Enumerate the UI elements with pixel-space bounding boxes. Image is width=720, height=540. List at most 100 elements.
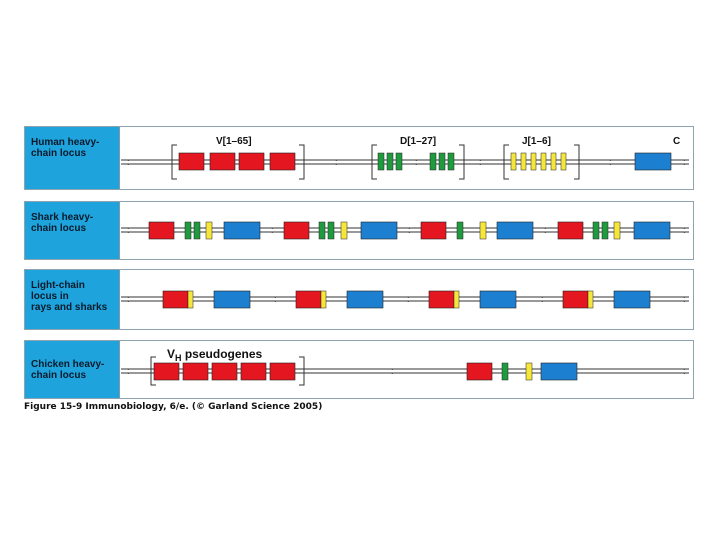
j-segment [525,362,533,381]
locus-diagram-light-chain: : : : : : [119,270,693,329]
v-segment [209,152,236,171]
pseudogenes-label-rest: pseudogenes [182,347,263,361]
figure-number: Figure 15-9 [24,402,83,412]
v-segment [466,362,493,381]
panel-label-box: Light-chain locus in rays and sharks [25,270,120,329]
panel-human-heavy-chain: Human heavy- chain locus [24,126,694,190]
pseudogenes-label-main: V [167,347,175,361]
d-cluster-bracket-left [371,144,377,180]
panel-chicken-heavy-chain: Chicken heavy- chain locus : : : VH pseu… [24,340,694,399]
panel-label: Light-chain locus in rays and sharks [31,280,108,313]
light-chain-locus-svg: : : : : : [121,290,689,309]
locus-diagram-chicken: : : : VH pseudogenes [119,341,693,398]
human-locus-svg: : : : : : : V[1–65] D[1–27] J[1–6] C [121,136,689,180]
d-segment [447,152,455,171]
d-segment [193,221,201,240]
pseudogene-bracket-left [150,356,156,386]
gap-marker: : [683,294,686,304]
gap-marker: : [479,157,482,167]
d-cluster-bracket-right [459,144,465,180]
v-pseudogene-segment [182,362,209,381]
v-pseudogene-segment [240,362,267,381]
gap-marker: : [391,366,394,376]
d-segment [429,152,437,171]
j-segment [479,221,487,240]
gap-marker: : [127,294,130,304]
panel-label-box: Chicken heavy- chain locus [25,341,120,398]
chicken-locus-svg: : : : VH pseudogenes [121,347,689,386]
pseudogenes-label-sub: H [175,353,182,363]
panel-shark-heavy-chain: Shark heavy- chain locus [24,201,694,260]
v-segment [269,152,296,171]
gap-marker: : [683,366,686,376]
d-cluster-label: D[1–27] [400,136,436,147]
d-segment [601,221,609,240]
v-segment [283,221,310,240]
j-segment [587,290,594,309]
j-segment [340,221,348,240]
v-segment [420,221,447,240]
gap-marker: : [127,225,130,235]
d-segment [386,152,394,171]
j-segment [320,290,327,309]
v-cluster-bracket-right [299,144,305,180]
pseudogenes-label: VH pseudogenes [167,347,263,363]
c-segment [213,290,251,309]
v-segment [178,152,205,171]
v-segment [428,290,455,309]
gap-marker: : [271,225,274,235]
gap-marker: : [544,225,547,235]
c-segment [613,290,651,309]
panel-label-box: Shark heavy- chain locus [25,202,120,259]
j-cluster-label: J[1–6] [522,136,551,147]
panel-label: Human heavy- chain locus [31,137,100,159]
gap-marker: : [407,294,410,304]
gap-marker: : [541,294,544,304]
v-segment [295,290,322,309]
j-segment [613,221,621,240]
j-segment [187,290,194,309]
v-pseudogene-segment [269,362,296,381]
c-segment [540,362,578,381]
panel-label-box: Human heavy- chain locus [25,127,120,189]
j-segment [520,152,527,171]
v-segment [148,221,175,240]
gap-marker: : [415,157,418,167]
gap-marker: : [609,157,612,167]
dna-strand [121,159,689,165]
panel-label: Shark heavy- chain locus [31,212,94,234]
v-segment [557,221,584,240]
gap-marker: : [408,225,411,235]
j-cluster-bracket-right [574,144,580,180]
c-segment [360,221,398,240]
d-segment [377,152,385,171]
gap-marker: : [127,366,130,376]
gap-marker: : [683,157,686,167]
c-segment [633,221,671,240]
j-segment [540,152,547,171]
j-segment [550,152,557,171]
panel-label: Chicken heavy- chain locus [31,359,105,381]
j-segment [205,221,213,240]
d-segment [592,221,600,240]
figure-caption: Figure 15-9 Immunobiology, 6/e. (© Garla… [24,402,322,412]
v-segment [238,152,265,171]
c-segment [346,290,384,309]
v-cluster-label: V[1–65] [216,136,252,147]
c-segment [223,221,261,240]
gap-marker: : [335,157,338,167]
c-segment [634,152,672,171]
d-segment [327,221,335,240]
j-segment [560,152,567,171]
j-cluster-bracket-left [503,144,509,180]
gap-marker: : [127,157,130,167]
gap-marker: : [683,225,686,235]
d-segment [318,221,326,240]
v-pseudogene-segment [153,362,180,381]
figure-source: Immunobiology, 6/e. (© Garland Science 2… [85,402,323,412]
panel-light-chain: Light-chain locus in rays and sharks : :… [24,269,694,330]
pseudogene-bracket-right [299,356,305,386]
d-segment [184,221,192,240]
j-segment [530,152,537,171]
j-segment [510,152,517,171]
